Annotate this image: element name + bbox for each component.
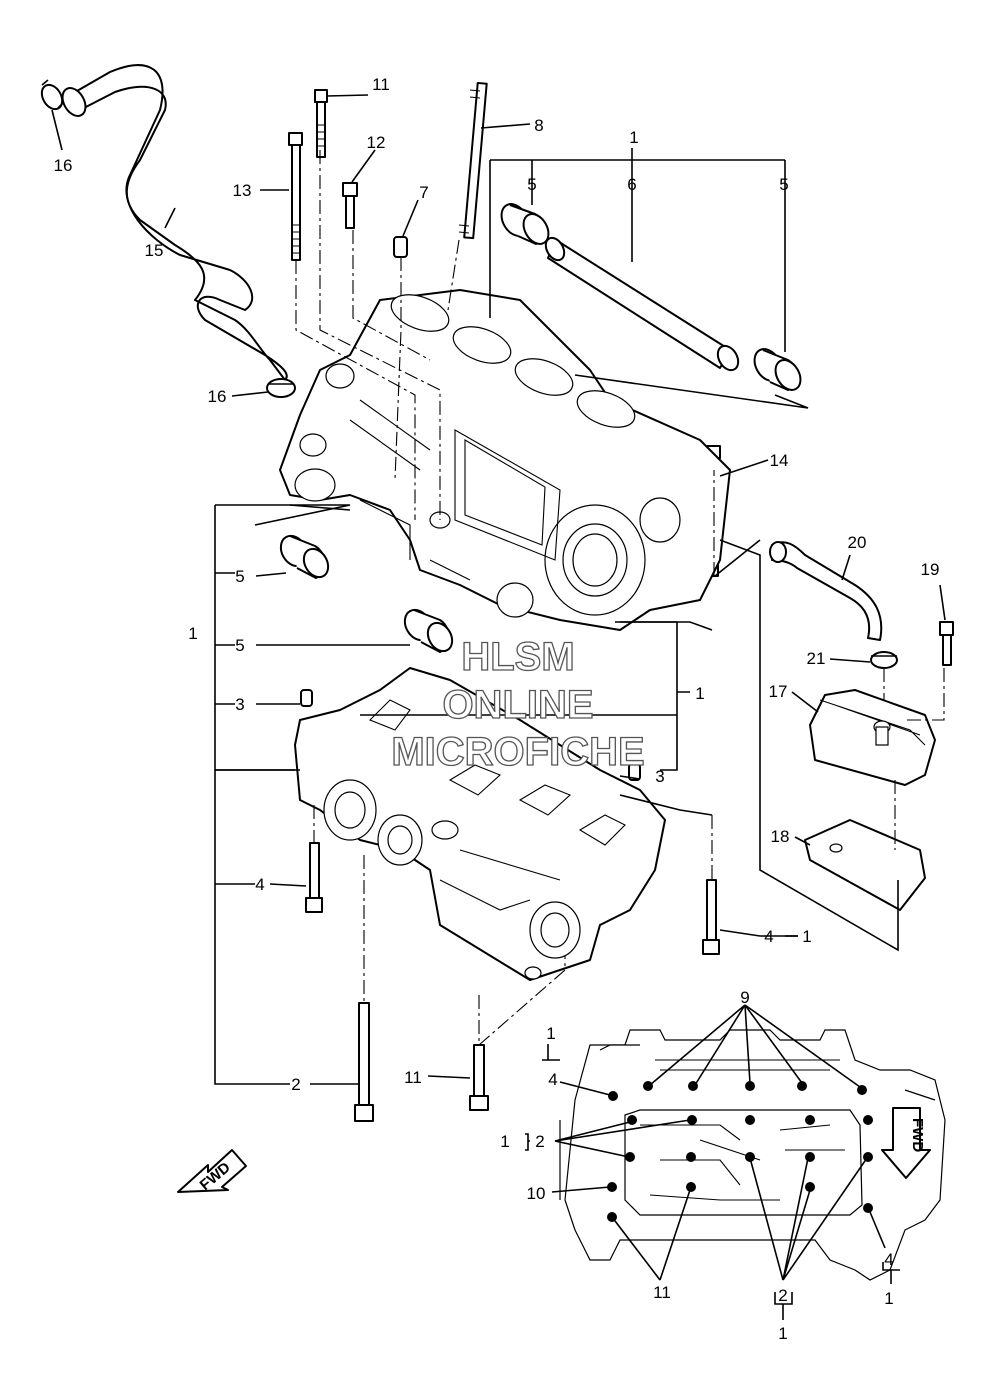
callout-5-a: 5	[235, 567, 244, 586]
callout-1-left: 1	[188, 624, 197, 643]
dowel-pin-7	[393, 236, 408, 258]
bolt-position-dots	[607, 1081, 873, 1222]
bolt-4-left	[305, 842, 323, 913]
bolt-2-long	[354, 1002, 374, 1122]
upper-crankcase	[279, 289, 731, 631]
watermark-line2: ONLINE	[442, 683, 593, 727]
hose-clip-16-top	[40, 79, 65, 111]
fwd-label-right: FWD	[909, 1118, 926, 1152]
hose-clip-16-mid	[266, 378, 296, 398]
leader-lines	[51, 94, 946, 1085]
callout-2-left: 2	[291, 1075, 300, 1094]
callout-4-diag-right: 4	[884, 1250, 893, 1269]
dowel-pin-3-a	[300, 689, 313, 707]
callout-2-diag-bottom: 2	[778, 1286, 787, 1305]
callout-3-b: 3	[655, 767, 664, 786]
bolt-13	[288, 132, 303, 261]
callout-1-diag-top: 1	[546, 1024, 555, 1043]
callout-7: 7	[419, 183, 428, 202]
callout-12: 12	[367, 133, 386, 152]
callout-5-b: 5	[235, 636, 244, 655]
callout-4-right: 4	[764, 927, 773, 946]
fwd-arrow-right: FWD	[881, 1107, 931, 1179]
callout-1-diag-mid: 1	[500, 1132, 509, 1151]
callout-2-diag-mid: 2	[535, 1132, 544, 1151]
callout-14: 14	[770, 451, 789, 470]
callout-1-mid: 1	[695, 684, 704, 703]
damper-5-top-right	[753, 348, 802, 391]
stud-bolt-8	[458, 81, 488, 240]
breather-hose-15	[61, 64, 288, 381]
callout-3-a: 3	[235, 695, 244, 714]
breather-cover-17	[809, 689, 936, 786]
damper-5-mid	[279, 534, 330, 579]
callout-13: 13	[233, 181, 252, 200]
bottom-view-leaders	[525, 1004, 900, 1320]
bolt-11-top	[314, 89, 328, 158]
bolt-19	[939, 621, 954, 666]
callout-16-top: 16	[54, 156, 73, 175]
damper-5-lower	[403, 608, 454, 653]
callout-17: 17	[769, 682, 788, 701]
callout-1-diag-right: 1	[884, 1289, 893, 1308]
callout-18: 18	[771, 827, 790, 846]
dowel-pin-3-b	[628, 763, 641, 781]
callout-1-right-bracket: 1	[802, 927, 811, 946]
callout-16-mid: 16	[208, 387, 227, 406]
callout-6: 6	[627, 175, 636, 194]
damper-5-top-left	[500, 203, 550, 245]
bolt-12	[342, 182, 358, 229]
callout-5-right-top: 5	[779, 175, 788, 194]
callout-1-diag-bottom: 1	[778, 1324, 787, 1343]
watermark: HLSM ONLINE MICROFICHE	[391, 634, 646, 774]
callout-8: 8	[534, 116, 543, 135]
breather-hose-20	[769, 541, 883, 641]
callout-labels: 1 5 6 5 16 15 13 11 12 8 7 16 14 20 19 2…	[54, 75, 940, 1343]
callout-1-top: 1	[629, 128, 638, 147]
callout-20: 20	[848, 533, 867, 552]
callout-21: 21	[807, 649, 826, 668]
callout-11-diag: 11	[653, 1283, 671, 1302]
callout-9: 9	[740, 988, 749, 1007]
callout-4-left: 4	[255, 875, 264, 894]
bolt-4-right	[702, 879, 720, 955]
hose-clip-21	[870, 651, 898, 669]
callout-11-mid: 11	[404, 1068, 422, 1087]
callout-15: 15	[145, 241, 164, 260]
crankcase-bottom-view	[559, 1029, 946, 1281]
callout-5-left-top: 5	[527, 175, 536, 194]
callout-4-diag: 4	[548, 1070, 557, 1089]
watermark-line3: MICROFICHE	[391, 730, 644, 774]
callout-11-top: 11	[372, 75, 390, 94]
bolt-11-mid	[469, 1044, 489, 1111]
collar-6	[544, 236, 740, 372]
fwd-arrow-left: FWD	[177, 1149, 247, 1194]
watermark-line1: HLSM	[461, 635, 574, 679]
callout-10: 10	[527, 1184, 546, 1203]
lower-crankcase	[294, 667, 666, 981]
callout-19: 19	[921, 560, 940, 579]
gasket-18	[804, 819, 926, 911]
